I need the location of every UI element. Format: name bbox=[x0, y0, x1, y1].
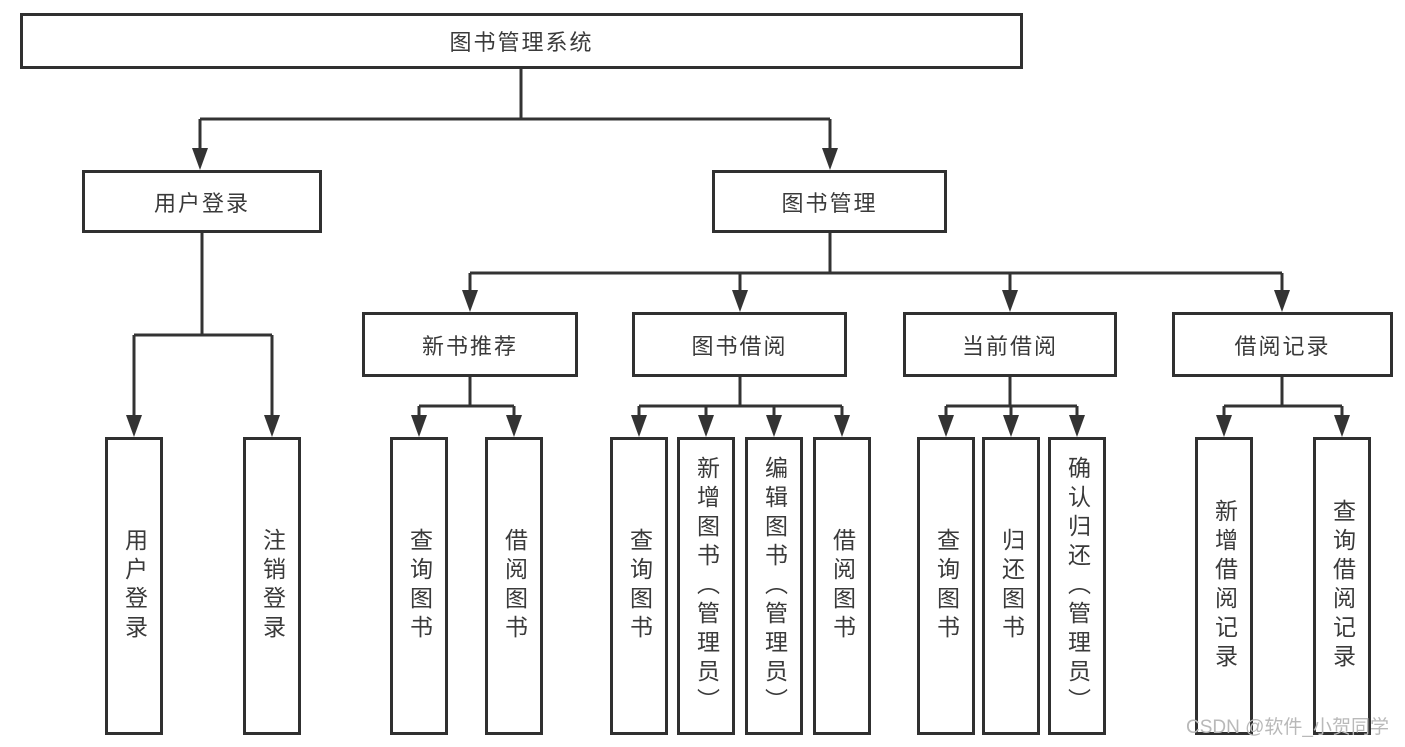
leaf-add-books-admin: 新增图书（管理员） bbox=[677, 437, 735, 735]
leaf-query-borrow-record: 查询借阅记录 bbox=[1313, 437, 1371, 735]
arrowheads bbox=[126, 148, 1350, 437]
node-borrow-record: 借阅记录 bbox=[1172, 312, 1393, 377]
leaf-confirm-return-admin: 确认归还（管理员） bbox=[1048, 437, 1106, 735]
leaf-query-books-recommend: 查询图书 bbox=[390, 437, 448, 735]
csdn-watermark: CSDN @软件_小贺同学 bbox=[1186, 717, 1389, 738]
node-user-login: 用户登录 bbox=[82, 170, 322, 233]
leaf-return-books: 归还图书 bbox=[982, 437, 1040, 735]
leaf-add-borrow-record: 新增借阅记录 bbox=[1195, 437, 1253, 735]
leaf-query-books-current: 查询图书 bbox=[917, 437, 975, 735]
node-book-management: 图书管理 bbox=[712, 170, 947, 233]
leaf-logout: 注销登录 bbox=[243, 437, 301, 735]
leaf-edit-books-admin: 编辑图书（管理员） bbox=[745, 437, 803, 735]
leaf-user-login: 用户登录 bbox=[105, 437, 163, 735]
node-book-borrow: 图书借阅 bbox=[632, 312, 847, 377]
leaf-query-books-borrow: 查询图书 bbox=[610, 437, 668, 735]
node-current-borrow: 当前借阅 bbox=[903, 312, 1117, 377]
leaf-borrow-books: 借阅图书 bbox=[813, 437, 871, 735]
node-library-management-system: 图书管理系统 bbox=[20, 13, 1023, 69]
leaf-borrow-books-recommend: 借阅图书 bbox=[485, 437, 543, 735]
node-new-book-recommend: 新书推荐 bbox=[362, 312, 578, 377]
